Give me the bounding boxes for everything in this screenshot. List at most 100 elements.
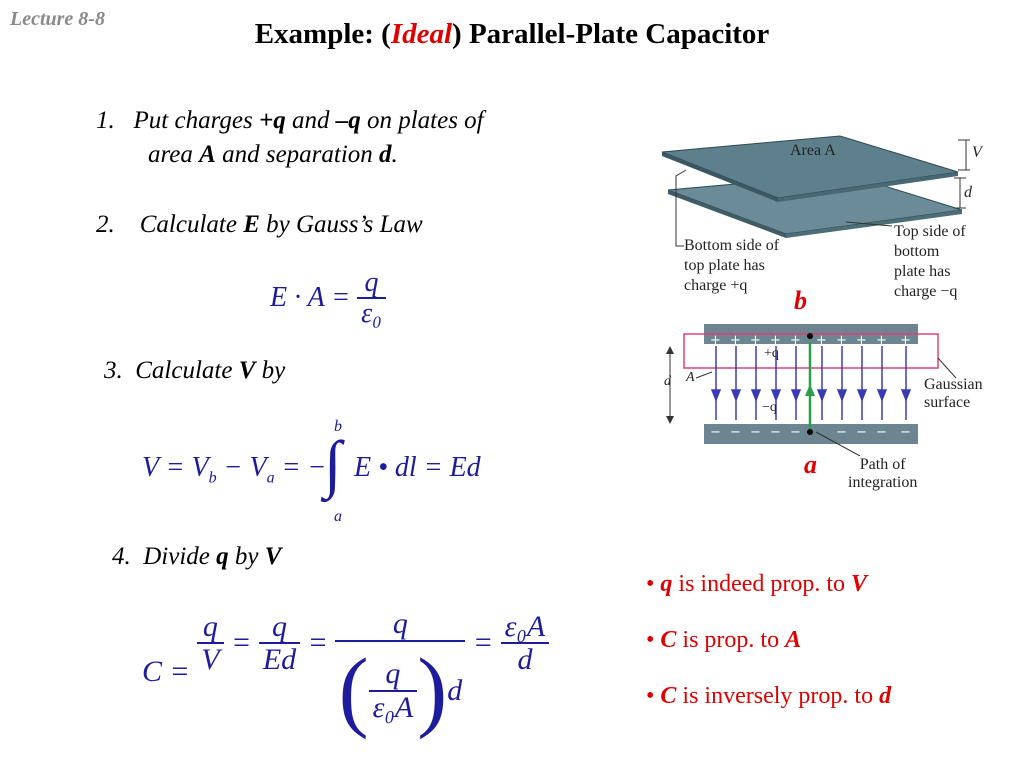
fraction-numerator: q <box>202 609 218 643</box>
title-ideal: Ideal <box>390 18 453 50</box>
fraction-numerator: ε₀A <box>504 609 546 643</box>
fraction-numerator: q <box>364 267 379 298</box>
fraction-q-over-ed: q Ed <box>258 610 301 676</box>
plus-q-label: +q <box>764 346 779 361</box>
bullet-item: • C is inversely prop. to d <box>646 683 892 709</box>
bullet-item: • q is indeed prop. to V <box>646 571 868 597</box>
equals-sign: = <box>307 626 328 659</box>
fraction-denominator: V <box>201 643 220 676</box>
conclusion-bullets: • q is indeed prop. to V • C is prop. to… <box>646 556 891 724</box>
svg-text:+: + <box>836 333 847 348</box>
area-symbol: A <box>199 141 216 168</box>
d-label: d <box>964 184 972 201</box>
fraction-denominator: d <box>517 643 533 676</box>
fraction-denominator: ε₀A <box>372 690 414 724</box>
v-lhs: V = V <box>142 452 209 483</box>
a-leader-line <box>695 371 713 379</box>
step-text: by Gauss’s Law <box>259 211 423 238</box>
gauss-fraction: q ε₀ <box>357 268 386 329</box>
field-lines <box>710 346 912 420</box>
path-arrow-icon <box>805 384 815 396</box>
svg-text:−: − <box>836 425 847 440</box>
point-b-label: b <box>794 286 807 315</box>
svg-text:+: + <box>856 333 867 348</box>
point-a-dot <box>807 429 813 435</box>
integral-upper-limit: b <box>334 418 342 435</box>
step-number: 4. <box>112 543 131 570</box>
step-text: area <box>148 141 200 168</box>
left-note: Bottom side of top plate has charge +q <box>684 237 780 294</box>
slide-title: Example: (Ideal) Parallel-Plate Capacito… <box>0 18 1024 51</box>
minus-signs: −−−−− −−−− <box>710 425 911 440</box>
svg-text:+: + <box>730 333 741 348</box>
svg-text:+: + <box>790 333 801 348</box>
potential-symbol: V <box>264 543 282 570</box>
gauss-leader-line <box>937 357 957 379</box>
point-b-dot <box>807 333 813 339</box>
c-lhs: C = <box>142 655 190 688</box>
svg-text:+: + <box>710 333 721 348</box>
v-label: V <box>972 144 982 161</box>
area-label: Area A <box>790 142 836 159</box>
fraction-denominator: Ed <box>262 643 297 676</box>
bottom-plate-edge <box>668 190 786 238</box>
field-symbol: E <box>243 211 260 238</box>
separation-symbol: d <box>379 141 392 168</box>
step-text: and <box>285 107 336 134</box>
v-equals: = − <box>274 452 327 483</box>
fraction-bar <box>357 297 386 300</box>
step-text: and separation <box>215 141 380 168</box>
step-4: 4. Divide q by V <box>112 540 281 574</box>
minus-q: –q <box>335 107 361 134</box>
step-text: on plates of <box>360 107 484 134</box>
fraction-bar <box>368 689 418 692</box>
right-paren-icon: ) <box>417 640 448 740</box>
title-suffix: ) Parallel-Plate Capacitor <box>452 18 770 50</box>
svg-text:−: − <box>900 425 911 440</box>
point-a-label: a <box>804 450 817 479</box>
integrand: E • dl <box>354 452 417 483</box>
path-leader-line <box>815 431 861 456</box>
capacitance-equation: C = q V = q Ed = q ( q ε₀A ) d = ε₀A d <box>142 592 550 752</box>
svg-text:+: + <box>876 333 887 348</box>
plus-signs: +++++ +++++ <box>710 333 911 348</box>
fraction-denominator: ε₀ <box>361 298 382 330</box>
gauss-equation: E · A = q ε₀ <box>270 268 386 329</box>
svg-text:−: − <box>856 425 867 440</box>
parallel-plates-diagram <box>661 135 970 247</box>
right-leader-line <box>845 221 893 227</box>
bullet-item: • C is prop. to A <box>646 627 802 653</box>
gaussian-surface-note: Gaussian surface <box>924 376 983 411</box>
fraction-q-over-v: q V <box>197 609 224 676</box>
svg-text:+: + <box>770 333 781 348</box>
gauss-lhs: E · A = <box>270 282 351 314</box>
plus-q: +q <box>258 107 286 134</box>
step-text: Divide <box>143 543 217 570</box>
step-text: by <box>255 357 286 384</box>
right-note: Top side of bottom plate has charge −q <box>894 223 966 300</box>
fraction-bar <box>258 642 301 644</box>
a-label: A <box>686 370 695 385</box>
equals-sign: = <box>231 626 252 659</box>
step-text: Put charges <box>133 107 259 134</box>
potential-symbol: V <box>238 357 256 384</box>
step-2: 2. Calculate E by Gauss’s Law <box>96 208 423 242</box>
cross-section-diagram: +++++ +++++ −−−−− −−−− <box>666 324 957 456</box>
step-text: . <box>391 141 398 168</box>
title-prefix: Example: ( <box>254 18 391 50</box>
equals-sign: = <box>472 626 494 659</box>
step-text: Calculate <box>139 211 244 238</box>
step-3: 3. Calculate V by <box>104 354 285 388</box>
step-number: 1. <box>96 107 115 134</box>
step-1: 1. Put charges +q and –q on plates of ar… <box>96 104 484 172</box>
svg-text:−: − <box>876 425 887 440</box>
path-note: Path of integration <box>848 456 918 491</box>
svg-text:−: − <box>730 425 741 440</box>
left-paren-icon: ( <box>338 640 369 740</box>
step-text: by <box>228 543 265 570</box>
compound-denominator: ( q ε₀A ) d <box>339 642 463 736</box>
fraction-bar <box>500 642 550 644</box>
v-result: = Ed <box>416 452 481 483</box>
svg-text:+: + <box>816 333 827 348</box>
svg-text:+: + <box>900 333 911 348</box>
